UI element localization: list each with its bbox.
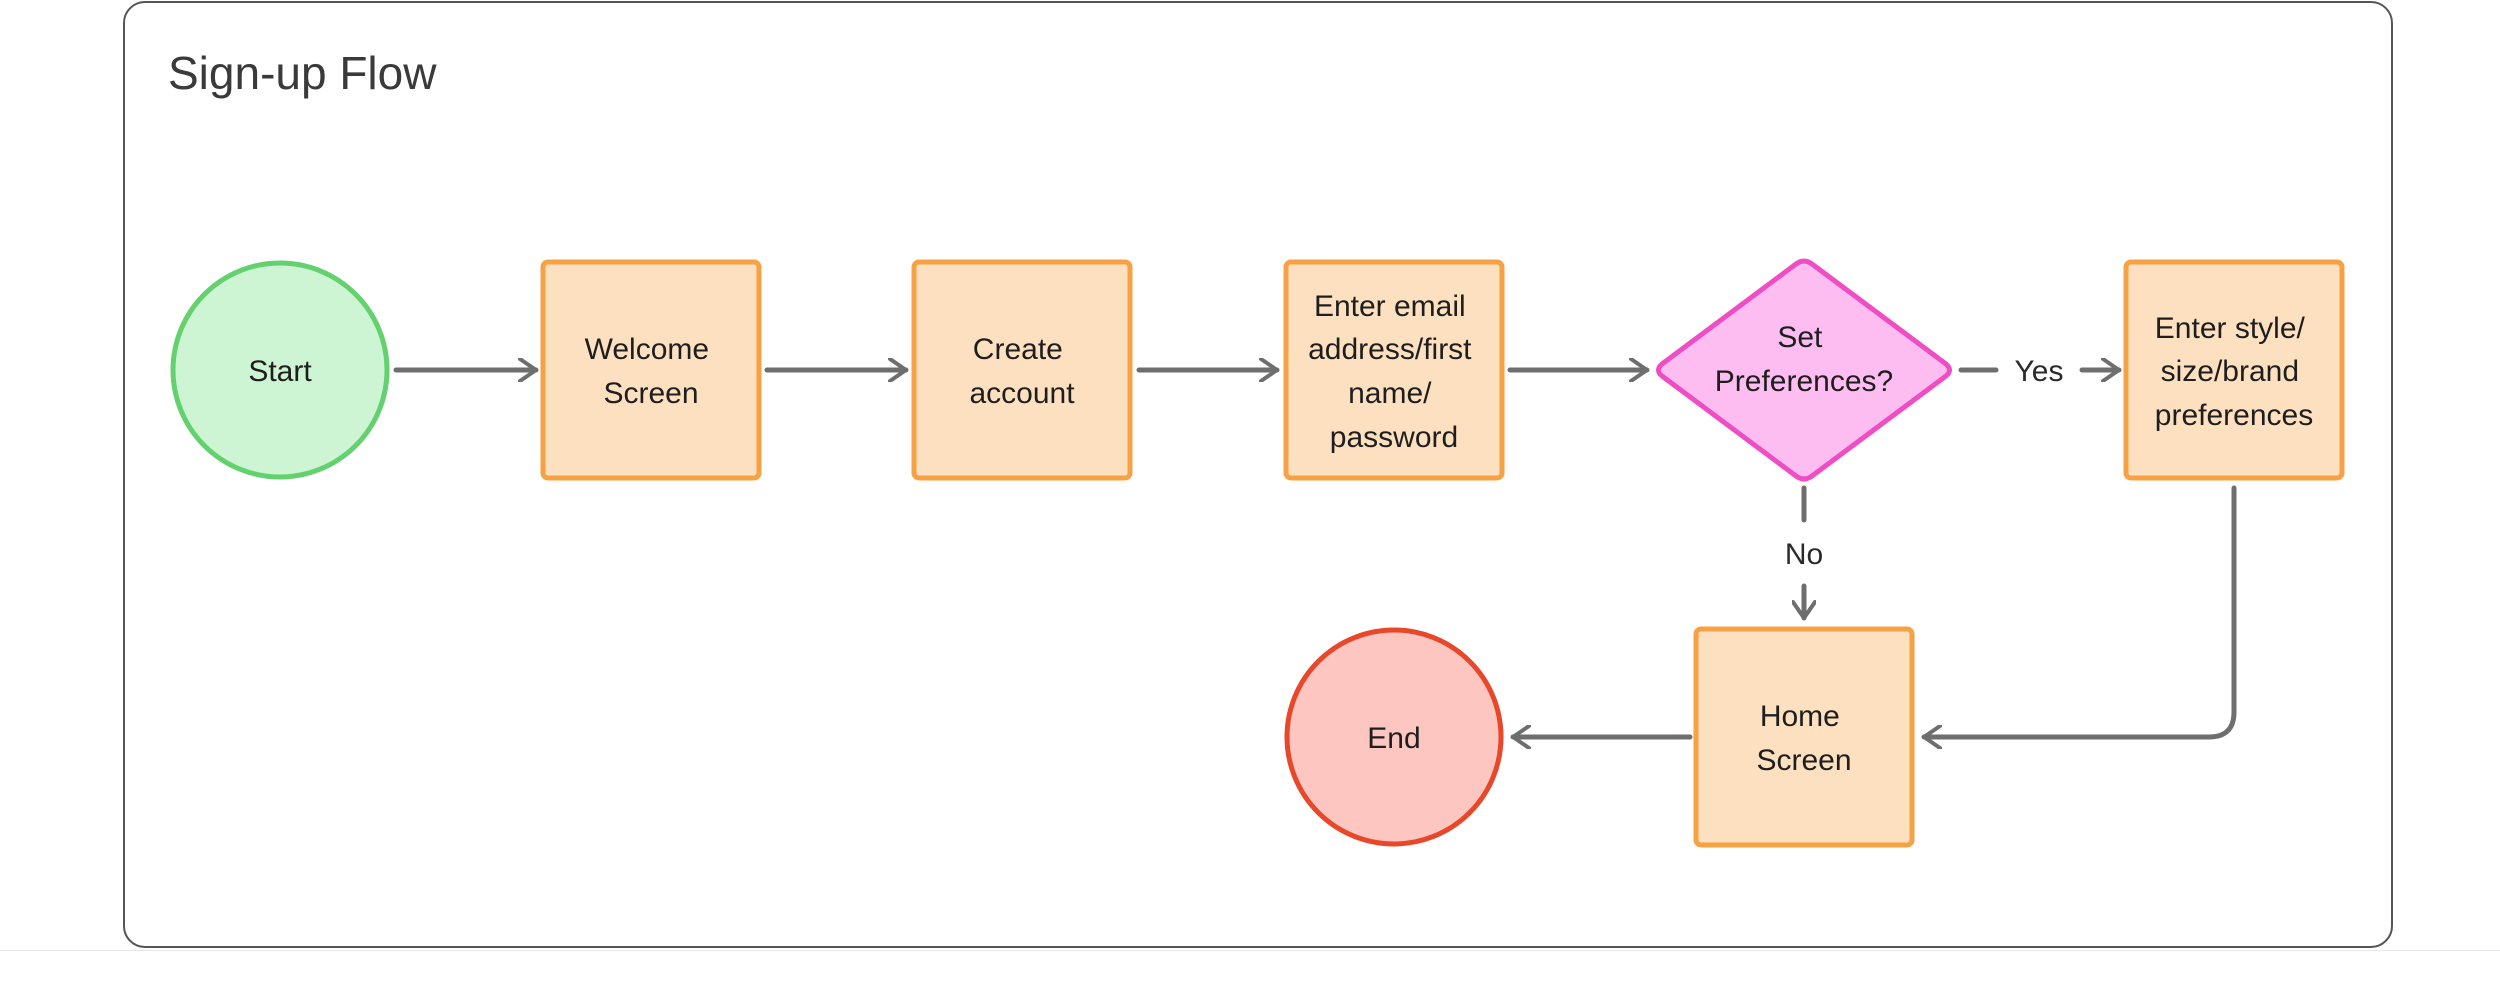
style-label-line-1: Enter style/ <box>2155 312 2306 345</box>
create-label-line-2: account <box>969 377 1075 410</box>
svg-text:Enter email address/firs: Enter email address/first name/ password <box>1308 290 1480 454</box>
decision-label-line-2: Preferences? <box>1715 365 1893 398</box>
enter-style-node: Enter style/ size/brand preferences <box>2123 259 2345 481</box>
home-label-line-1: Home <box>1760 700 1840 733</box>
svg-text:End: End <box>1367 722 1420 755</box>
decision-label-line-1: Set <box>1777 321 1823 354</box>
edges <box>393 370 2237 737</box>
style-label-line-3: preferences <box>2155 399 2313 432</box>
email-label-line-2: address/first <box>1308 333 1472 366</box>
home-label-line-2: Screen <box>1756 744 1851 777</box>
home-screen-node: Home Screen <box>1693 626 1915 848</box>
svg-text:Welcome Screen: Welcome Screen <box>585 333 718 410</box>
email-label-line-4: password <box>1330 421 1458 454</box>
create-account-node: Create account <box>911 259 1133 481</box>
enter-email-node: Enter email address/first name/ password <box>1283 259 1505 481</box>
edge-label-no: No <box>1785 538 1823 571</box>
welcome-screen-node: Welcome Screen <box>540 259 762 481</box>
email-label-line-1: Enter email <box>1314 290 1466 323</box>
edge-label-yes: Yes <box>2015 355 2064 388</box>
diagram-frame <box>123 1 2393 948</box>
start-label: Start <box>248 355 312 388</box>
svg-text:Start: Start <box>248 355 312 388</box>
end-node: End <box>1284 627 1504 847</box>
svg-text:Create account: Create account <box>969 333 1075 410</box>
start-node: Start <box>170 260 390 480</box>
welcome-label-line-1: Welcome <box>585 333 709 366</box>
edge-style-to-home <box>1921 485 2237 737</box>
bottom-divider <box>0 950 2500 951</box>
create-label-line-1: Create <box>973 333 1063 366</box>
end-label: End <box>1367 722 1420 755</box>
email-label-line-3: name/ <box>1348 377 1432 410</box>
set-preferences-decision: Set Preferences? <box>1656 258 1952 482</box>
welcome-label-line-2: Screen <box>603 377 698 410</box>
svg-text:Set Preferences?: Set Preferences? <box>1715 321 1893 398</box>
diagram-title: Sign-up Flow <box>168 47 437 99</box>
svg-text:Home Screen: Home Screen <box>1756 700 1851 777</box>
style-label-line-2: size/brand <box>2161 355 2299 388</box>
svg-text:Enter style/ size/brand: Enter style/ size/brand preferences <box>2155 312 2313 432</box>
